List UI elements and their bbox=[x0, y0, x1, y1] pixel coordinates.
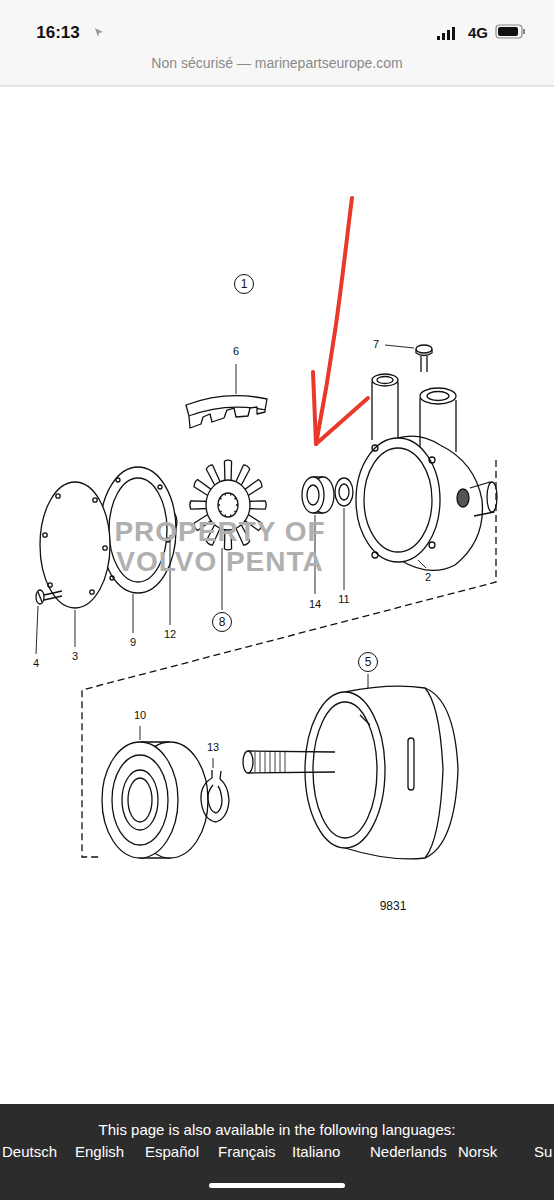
home-indicator bbox=[209, 1183, 345, 1188]
callout-number: 7 bbox=[373, 338, 379, 351]
language-link: Norsk bbox=[458, 1143, 497, 1160]
watermark: PROPERTY OF VOLVO PENTA bbox=[105, 517, 335, 576]
callout-number: 2 bbox=[425, 571, 431, 584]
callout-number: 4 bbox=[33, 657, 39, 670]
language-bar bbox=[0, 1104, 554, 1200]
network-type: 4G bbox=[468, 24, 488, 41]
language-notice: This page is also available in the follo… bbox=[99, 1121, 456, 1138]
location-icon bbox=[95, 28, 103, 37]
circled-callout: 1 bbox=[234, 274, 254, 294]
callout-number: 10 bbox=[134, 709, 146, 722]
language-link: Italiano bbox=[292, 1143, 340, 1160]
language-link: English bbox=[75, 1143, 124, 1160]
signal-icon bbox=[437, 27, 455, 40]
callout-number: 9 bbox=[130, 636, 136, 649]
status-time: 16:13 bbox=[36, 23, 79, 43]
pump-parts bbox=[36, 345, 497, 859]
callout-number: 13 bbox=[207, 741, 219, 754]
callout-number: 5 bbox=[365, 656, 372, 668]
language-link: Español bbox=[145, 1143, 199, 1160]
callout-number: 12 bbox=[164, 628, 176, 641]
circled-callout: 8 bbox=[212, 612, 232, 632]
header-rule bbox=[0, 86, 554, 87]
language-link: Français bbox=[218, 1143, 276, 1160]
assembly-line bbox=[82, 460, 496, 857]
callout-number: 3 bbox=[72, 650, 78, 663]
language-link: Nederlands bbox=[370, 1143, 447, 1160]
leader-lines bbox=[36, 345, 426, 768]
callout-number: 14 bbox=[309, 598, 321, 611]
circled-callout: 5 bbox=[358, 652, 378, 672]
callout-number: 8 bbox=[219, 616, 226, 628]
browser-header bbox=[0, 0, 554, 86]
callout-number: 11 bbox=[338, 593, 349, 606]
callout-number: 1 bbox=[241, 278, 248, 290]
battery-icon bbox=[496, 25, 525, 38]
language-link: Su bbox=[534, 1143, 552, 1160]
red-arrow bbox=[313, 198, 368, 444]
address-bar: Non sécurisé — marinepartseurope.com bbox=[151, 55, 402, 71]
language-link: Deutsch bbox=[2, 1143, 57, 1160]
callout-number: 6 bbox=[233, 345, 239, 358]
figure-number: 9831 bbox=[380, 900, 407, 914]
